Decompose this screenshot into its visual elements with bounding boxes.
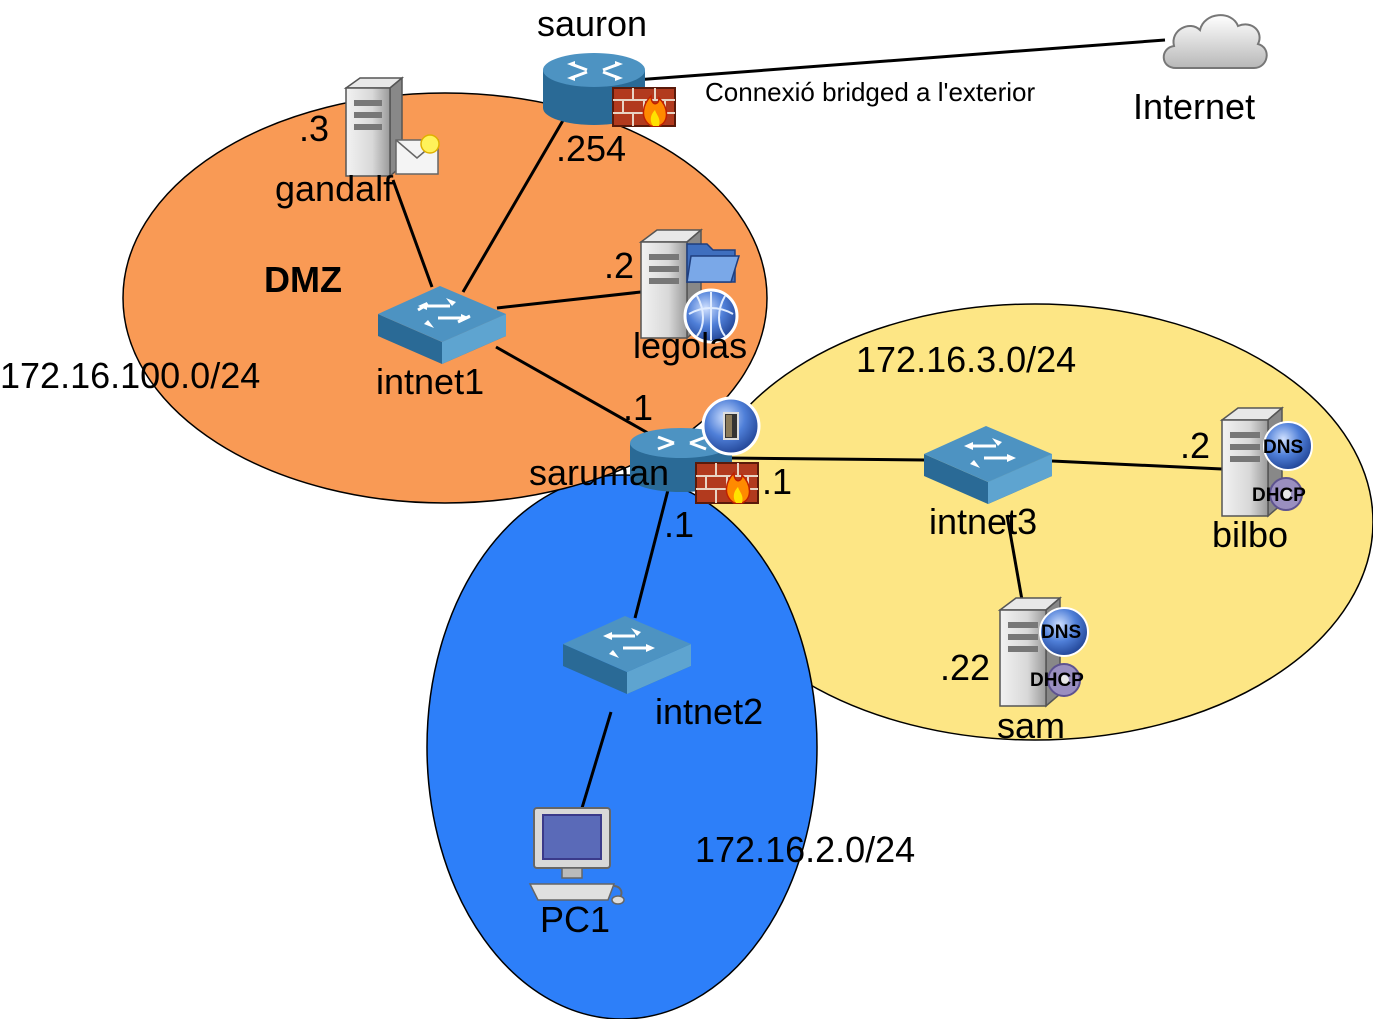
link-gandalf-intnet1 <box>391 179 434 288</box>
bilbo-dns-badge: DNS <box>1263 437 1304 458</box>
intnet3-label: intnet3 <box>929 501 1038 542</box>
dns-dhcp-server-icon <box>997 596 1089 708</box>
sauron-label: sauron <box>537 3 648 44</box>
mail-server-icon <box>343 76 440 178</box>
web-file-server-icon <box>638 228 741 344</box>
link-intnet3-bilbo <box>1051 459 1223 471</box>
legolas-label: legolas <box>633 325 748 366</box>
internet-label: Internet <box>1133 86 1256 127</box>
sam-dhcp-badge: DHCP <box>1030 670 1084 691</box>
link-intnet1-saruman <box>495 345 656 439</box>
switch-icon <box>924 426 1052 504</box>
legolas-ip-label: .2 <box>604 245 635 286</box>
workstation-icon <box>528 807 625 905</box>
links <box>391 38 1223 809</box>
sam-label: sam <box>997 705 1066 746</box>
intnet1-label: intnet1 <box>376 361 485 402</box>
lan2-subnet-label: 172.16.2.0/24 <box>695 829 916 870</box>
bridged-link-label: Connexió bridged a l'exterior <box>705 77 1036 107</box>
gandalf-label: gandalf <box>275 168 394 209</box>
switch-icon <box>378 286 506 364</box>
cloud-icon <box>1162 14 1268 69</box>
router-firewall-icon <box>630 396 761 504</box>
link-saruman-intnet3 <box>729 456 926 462</box>
link-sauron-intnet1 <box>461 104 574 293</box>
bilbo-label: bilbo <box>1212 514 1289 555</box>
saruman-dmz-ip-label: .1 <box>623 387 654 428</box>
pc1-label: PC1 <box>540 899 611 940</box>
gandalf-ip-label: .3 <box>299 108 330 149</box>
dns-dhcp-server-icon <box>1219 406 1313 518</box>
switch-icon <box>563 616 691 694</box>
sauron-ip-label: .254 <box>556 128 627 169</box>
link-legolas-intnet1 <box>496 290 642 310</box>
link-sauron-internet <box>634 38 1166 82</box>
link-intnet3-sam <box>1005 514 1024 601</box>
zone-lan2 <box>426 474 818 1019</box>
bilbo-dhcp-badge: DHCP <box>1252 485 1306 506</box>
saruman-lan2-ip-label: .1 <box>664 504 695 545</box>
link-saruman-intnet2 <box>633 489 670 619</box>
saruman-lan3-ip-label: .1 <box>762 461 793 502</box>
dmz-label: DMZ <box>264 259 342 300</box>
saruman-label: saruman <box>529 452 670 493</box>
dmz-subnet-label: 172.16.100.0/24 <box>0 355 261 396</box>
lan3-subnet-label: 172.16.3.0/24 <box>856 339 1077 380</box>
bilbo-ip-label: .2 <box>1180 425 1211 466</box>
intnet2-label: intnet2 <box>655 691 764 732</box>
router-firewall-icon <box>543 53 676 127</box>
sam-dns-badge: DNS <box>1041 622 1082 643</box>
sam-ip-label: .22 <box>940 647 991 688</box>
link-intnet2-pc1 <box>580 711 613 809</box>
